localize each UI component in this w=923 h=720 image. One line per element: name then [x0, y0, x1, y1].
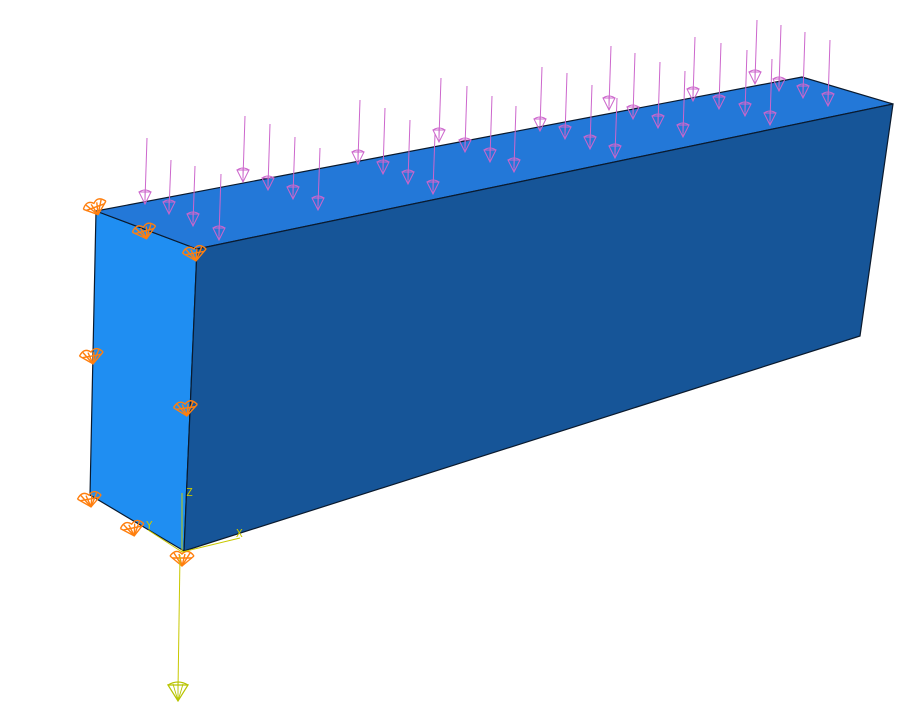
pressure-load-arrow-icon — [748, 19, 762, 86]
csys-triad-icon: Z X Y — [146, 486, 243, 703]
pressure-load-arrow-icon — [602, 45, 616, 112]
pressure-load-arrow-icon — [458, 85, 472, 154]
pressure-load-arrow-icon — [261, 123, 275, 192]
encastre-bc-icon — [82, 198, 107, 216]
triad-y-label: Y — [146, 519, 153, 532]
pressure-load-arrow-icon — [626, 52, 640, 121]
encastre-bc-icon — [181, 244, 207, 262]
pressure-load-arrow-icon — [351, 99, 365, 166]
pressure-load-arrow-icon — [686, 36, 700, 103]
pressure-load-arrow-icon — [483, 95, 497, 164]
pressure-load-arrow-icon — [712, 42, 726, 111]
pressure-load-arrow-icon — [432, 77, 446, 144]
beam-part[interactable] — [89, 76, 894, 553]
pressure-load-arrow-icon — [796, 31, 810, 100]
pressure-load-arrow-icon — [186, 165, 200, 228]
pressure-load-arrow-icon — [738, 49, 752, 118]
pressure-load-arrow-icon — [676, 70, 690, 139]
pressure-load-arrow-icon — [401, 119, 415, 186]
triad-z-label: Z — [186, 486, 193, 499]
pressure-load-arrow-icon — [507, 105, 521, 174]
pressure-load-arrow-icon — [821, 39, 835, 108]
pressure-load-arrow-icon — [651, 61, 665, 130]
pressure-load-arrow-icon — [286, 136, 300, 201]
encastre-bc-icon — [119, 519, 145, 537]
gravity-load-line — [177, 554, 181, 691]
encastre-bc-icon — [78, 347, 104, 365]
encastre-bc-icon — [172, 400, 198, 417]
pressure-load-arrow-icon — [162, 159, 176, 216]
triad-x-label: X — [236, 527, 243, 540]
triad-y-axis — [147, 529, 183, 553]
pressure-load-arrow-icon — [376, 107, 390, 176]
pressure-load-arrow-icon — [558, 72, 572, 141]
pressure-load-arrow-icon — [533, 66, 547, 133]
beam-front-face[interactable] — [183, 103, 894, 552]
pressure-load-arrow-icon — [772, 24, 786, 93]
encastre-bc-icon — [169, 550, 195, 567]
encastre-bc-group — [76, 198, 207, 567]
pressure-load-group — [138, 19, 835, 242]
pressure-load-arrow-icon — [583, 84, 597, 151]
beam-end-face[interactable] — [89, 210, 198, 553]
pressure-load-arrow-icon — [763, 58, 777, 127]
encastre-bc-icon — [131, 222, 157, 240]
pressure-load-arrow-icon — [236, 115, 250, 184]
pressure-load-arrow-icon — [138, 137, 152, 206]
pressure-load-arrow-icon — [311, 147, 325, 212]
gravity-load-arrowhead-icon — [166, 681, 190, 703]
pressure-load-arrow-icon — [608, 97, 622, 160]
encastre-bc-icon — [76, 490, 102, 508]
pressure-load-arrow-icon — [426, 133, 440, 196]
pressure-load-arrow-icon — [212, 173, 226, 242]
triad-x-axis — [181, 537, 241, 553]
